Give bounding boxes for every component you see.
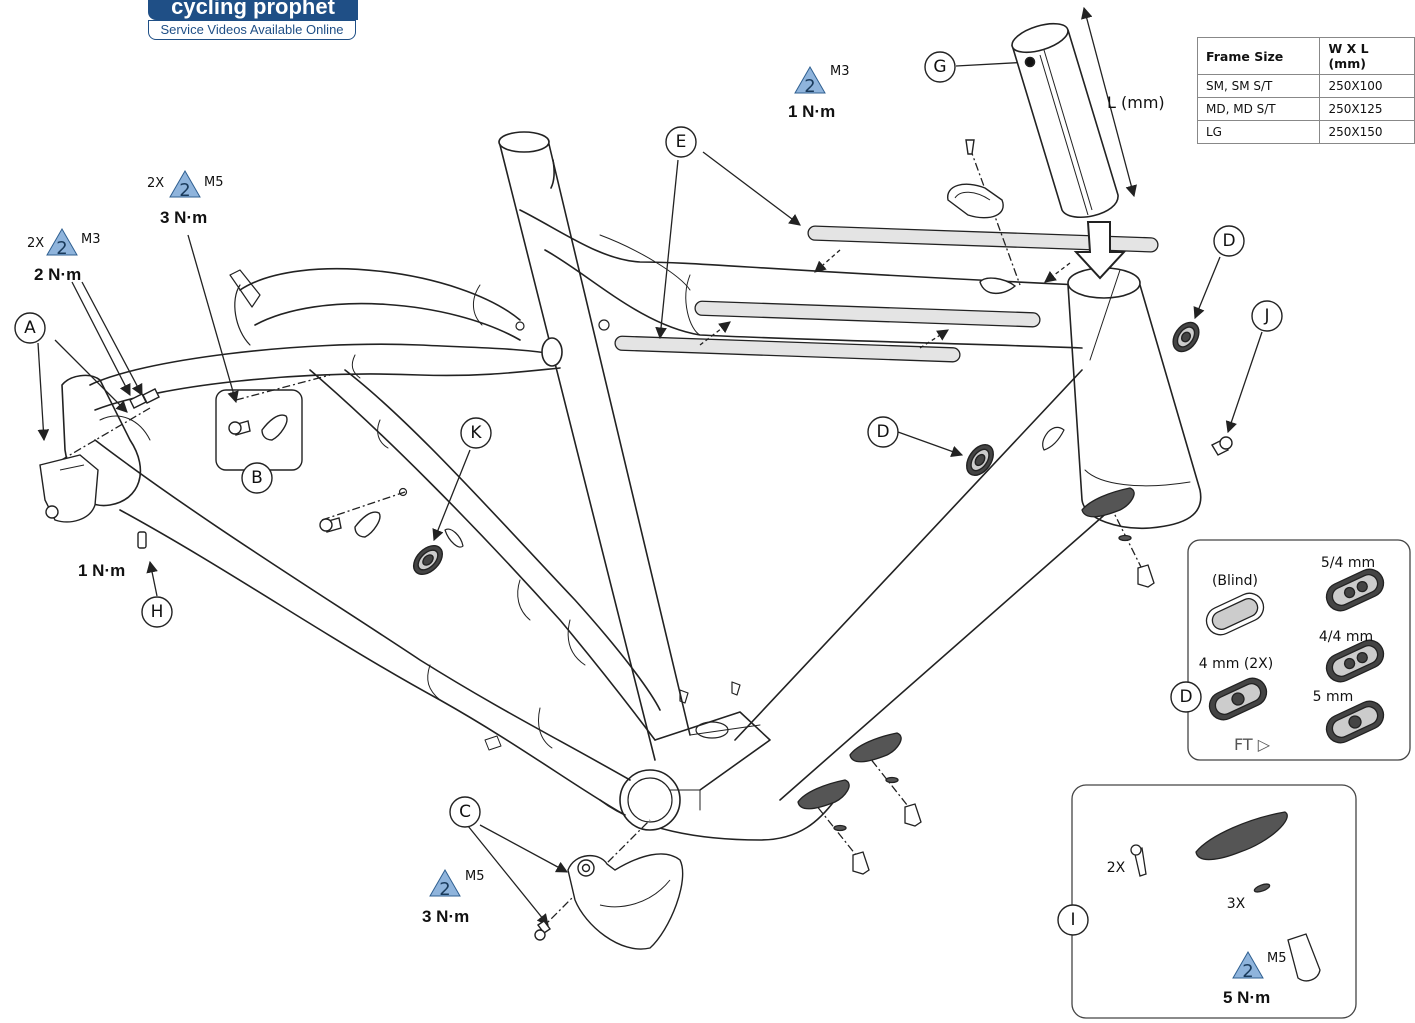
torque-value: 2 N·m [34,265,81,284]
callout-a: A [14,312,46,344]
bolt-size: M5 [204,175,224,190]
hex-key-icon [169,169,201,198]
hex-key-size: 2 [179,180,190,201]
svg-text:E: E [676,132,687,152]
seat-tube-sleeve [1011,22,1119,218]
hex-key-size: 2 [439,879,450,900]
grommet-4mm [1208,677,1268,721]
brand-tagline: Service Videos Available Online [148,20,356,40]
grommet-4-4-label: 4/4 mm [1319,629,1373,645]
callout-j: J [1251,300,1283,332]
bolt-size: M5 [465,869,485,884]
svg-text:C: C [459,802,471,822]
callout-k: K [460,417,492,449]
callout-d: D [867,416,899,448]
svg-text:H: H [151,602,164,622]
svg-text:I: I [1070,910,1075,930]
torque-spec-h: 1 N·m [78,561,125,580]
ft-logo: FT ▷ [1234,735,1271,754]
torque-spec-a: 2X 2 M3 2 N·m [27,227,101,284]
top-tube-cable-guide [947,139,1017,295]
table-cell: LG [1196,120,1321,144]
tube-length-label: L (mm) [1107,93,1165,112]
hex-key-size: 2 [56,238,67,259]
callout-labels: A B C D D D E G H I J K [14,51,1283,936]
detail-i-panel: 2X 3X [1071,784,1357,1019]
bike-frame [61,131,1202,841]
table-cell: 250X150 [1319,120,1415,144]
bolt-size: M3 [830,64,850,79]
grommet-5mm [1325,700,1385,744]
table-header: W X L (mm) [1319,37,1415,75]
bottle-mount-hardware [797,487,1155,875]
brand-logo: cycling prophet Service Videos Available… [148,0,358,42]
table-row: LG 250X150 [1196,120,1415,144]
torque-value: 3 N·m [422,907,469,926]
table-header-row: Frame Size W X L (mm) [1196,37,1415,75]
svg-text:K: K [470,423,482,443]
grommet-blind-label: (Blind) [1212,573,1258,589]
torque-value: 1 N·m [78,561,125,580]
svg-text:D: D [1222,231,1235,251]
torque-spec-top: 2 M3 1 N·m [788,64,850,121]
svg-text:B: B [251,468,263,488]
grommet-4mm-label: 4 mm (2X) [1199,656,1274,672]
hex-key-icon [1232,950,1264,979]
leader-lines [37,6,1306,961]
torque-spec-c: 2 M5 3 N·m [422,868,485,926]
cable-grommet-parts [412,321,1233,576]
brand-name: cycling prophet [148,0,358,20]
small-frame-parts [39,388,684,950]
torque-value: 3 N·m [160,208,207,227]
callout-d: D [1213,225,1245,257]
callout-i: I [1057,904,1089,936]
grommet-4-4mm [1325,639,1385,683]
frame-size-table: Frame Size W X L (mm) SM, SM S/T 250X100… [1196,37,1415,144]
svg-text:A: A [24,318,36,338]
grommet-5mm-label: 5 mm [1313,689,1354,705]
svg-text:G: G [933,57,946,77]
hex-key-icon [46,227,78,256]
svg-text:D: D [876,422,889,442]
hex-key-icon [429,868,461,897]
table-row: SM, SM S/T 250X100 [1196,74,1415,98]
frame-protection-strips [614,225,1159,363]
svg-text:D: D [1179,687,1192,707]
bolt-quantity: 2X [147,176,164,191]
table-header: Frame Size [1196,37,1321,75]
screw-qty: 2X [1107,860,1126,876]
hex-key-size: 2 [1242,961,1253,982]
table-cell: MD, MD S/T [1196,97,1321,121]
callout-h: H [141,596,173,628]
bolt-size: M3 [81,232,101,247]
svg-text:J: J [1263,306,1269,326]
torque-value: 1 N·m [788,102,835,121]
grommet-options-panel: (Blind) 5/4 mm 4/4 mm 4 mm (2X) 5 mm FT … [1187,539,1411,761]
grommet-blind [1205,592,1265,636]
table-cell: 250X100 [1319,74,1415,98]
callout-g: G [924,51,956,83]
table-cell: SM, SM S/T [1196,74,1321,98]
bolt-quantity: 2X [27,236,44,251]
torque-spec-i: 2 M5 5 N·m [1223,950,1287,1007]
callout-b: B [241,462,273,494]
torque-value: 5 N·m [1223,988,1270,1007]
hex-key-icon [794,65,826,94]
grommet-5-4mm [1325,568,1385,612]
grommet-5-4-label: 5/4 mm [1321,555,1375,571]
bolt-size: M5 [1267,951,1287,966]
washer-qty: 3X [1227,896,1246,912]
callout-c: C [449,796,481,828]
callout-e: E [665,126,697,158]
callout-d: D [1170,681,1202,713]
hex-key-size: 2 [804,76,815,97]
torque-spec-b: 2X 2 M5 3 N·m [147,169,224,227]
